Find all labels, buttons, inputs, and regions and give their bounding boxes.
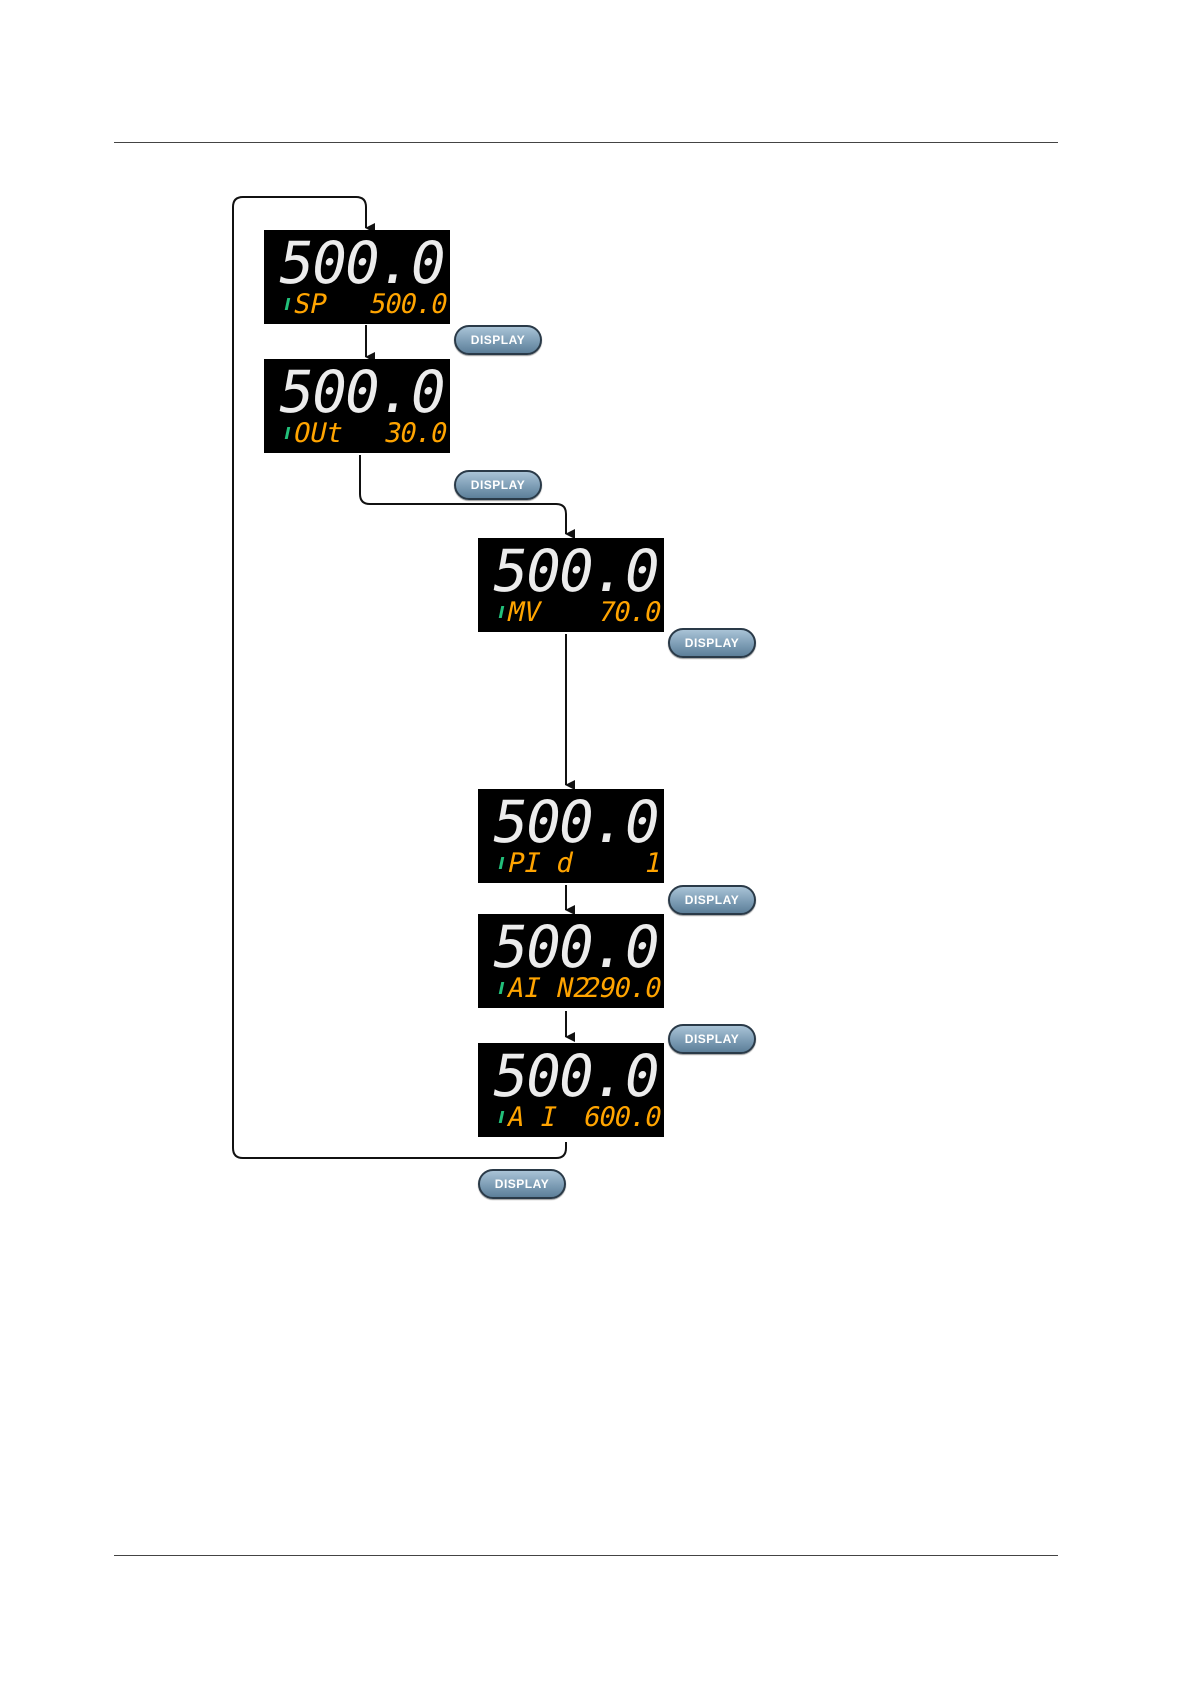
parameter-value: 600.0: [581, 1103, 664, 1133]
display-button[interactable]: DISPLAY: [454, 470, 542, 500]
loop-index-marker: [499, 857, 505, 869]
pv-readout: 500.0: [488, 1045, 664, 1107]
loop-index-marker: [499, 606, 505, 618]
parameter-label: SP: [291, 290, 330, 320]
loop-index-marker: [499, 1111, 505, 1123]
display-button[interactable]: DISPLAY: [478, 1169, 566, 1199]
parameter-label: OUt: [291, 419, 346, 449]
pv-readout: 500.0: [488, 540, 664, 602]
pv-readout: 500.0: [488, 791, 664, 853]
parameter-value: 30.0: [382, 419, 449, 449]
display-button[interactable]: DISPLAY: [668, 885, 756, 915]
loop-index-marker: [285, 298, 291, 310]
display-screen-sp: 500.0 SP 500.0: [264, 230, 450, 324]
display-screen-ai: 500.0 A I 600.0: [478, 1043, 664, 1137]
display-button[interactable]: DISPLAY: [668, 628, 756, 658]
pv-readout: 500.0: [274, 232, 450, 294]
parameter-label: AI N2: [505, 974, 593, 1004]
parameter-value: 290.0: [581, 974, 664, 1004]
parameter-label: A I: [505, 1103, 560, 1133]
display-screen-out: 500.0 OUt 30.0: [264, 359, 450, 453]
loop-index-marker: [285, 427, 291, 439]
parameter-label: PI d: [505, 849, 576, 879]
display-button[interactable]: DISPLAY: [454, 325, 542, 355]
loop-index-marker: [499, 982, 505, 994]
display-screen-pid: 500.0 PI d 1: [478, 789, 664, 883]
parameter-value: 500.0: [367, 290, 450, 320]
display-button[interactable]: DISPLAY: [668, 1024, 756, 1054]
parameter-label: MV: [505, 598, 544, 628]
parameter-value: 70.0: [596, 598, 663, 628]
display-screen-mv: 500.0 MV 70.0: [478, 538, 664, 632]
display-screen-ain2: 500.0 AI N2 290.0: [478, 914, 664, 1008]
pv-readout: 500.0: [488, 916, 664, 978]
pv-readout: 500.0: [274, 361, 450, 423]
